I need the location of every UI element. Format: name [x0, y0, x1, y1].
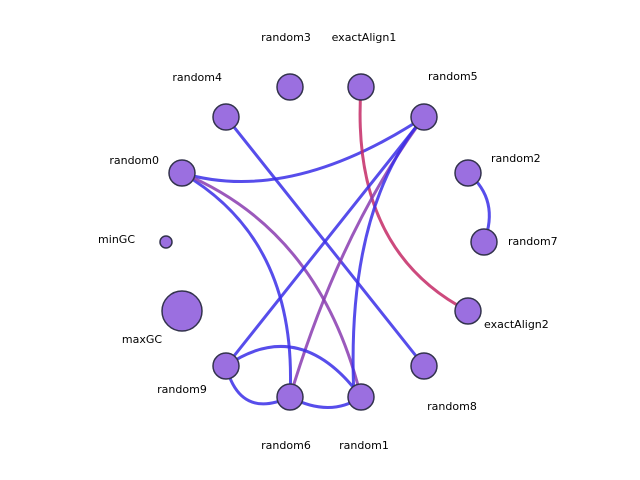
labels-layer: random3 exactAlign1 random5 random4 random0 r…: [98, 31, 558, 452]
node-label-random7: random7: [508, 235, 558, 248]
node-label-random5: random5: [428, 70, 478, 83]
node-label-random9: random9: [157, 383, 207, 396]
node-random8: [410, 352, 438, 380]
node-maxGC: [161, 290, 203, 332]
node-random3: [276, 73, 304, 101]
node-label-random2: random2: [491, 152, 541, 165]
node-random7: [470, 228, 498, 256]
edge-random0-random1: [180, 171, 363, 399]
edge-random0-random6: [180, 171, 293, 399]
node-label-random1: random1: [339, 439, 389, 452]
node-random0: [168, 159, 196, 187]
edge-random5-random1: [351, 115, 426, 399]
node-minGC: [159, 235, 173, 249]
node-random5: [410, 103, 438, 131]
node-label-random6: random6: [261, 439, 311, 452]
edge-exactAlign1-exactAlign2: [358, 85, 470, 313]
nodes-layer: [159, 73, 498, 411]
edge-random9-random1: [224, 345, 363, 399]
node-label-random4: random4: [172, 71, 222, 84]
node-label-exactAlign1: exactAlign1: [332, 31, 397, 44]
node-random6: [276, 383, 304, 411]
node-label-exactAlign2: exactAlign2: [484, 318, 549, 331]
node-label-random3: random3: [261, 31, 311, 44]
node-exactAlign1: [347, 73, 375, 101]
node-label-minGC: minGC: [98, 233, 135, 246]
node-label-maxGC: maxGC: [122, 333, 162, 346]
edge-random0-random5: [180, 115, 426, 183]
node-random4: [212, 103, 240, 131]
node-exactAlign2: [454, 297, 482, 325]
node-random1: [347, 383, 375, 411]
node-label-random8: random8: [427, 400, 477, 413]
node-label-random0: random0: [109, 154, 159, 167]
node-random9: [212, 352, 240, 380]
edge-random5-random9: [224, 115, 426, 368]
node-random2: [454, 159, 482, 187]
